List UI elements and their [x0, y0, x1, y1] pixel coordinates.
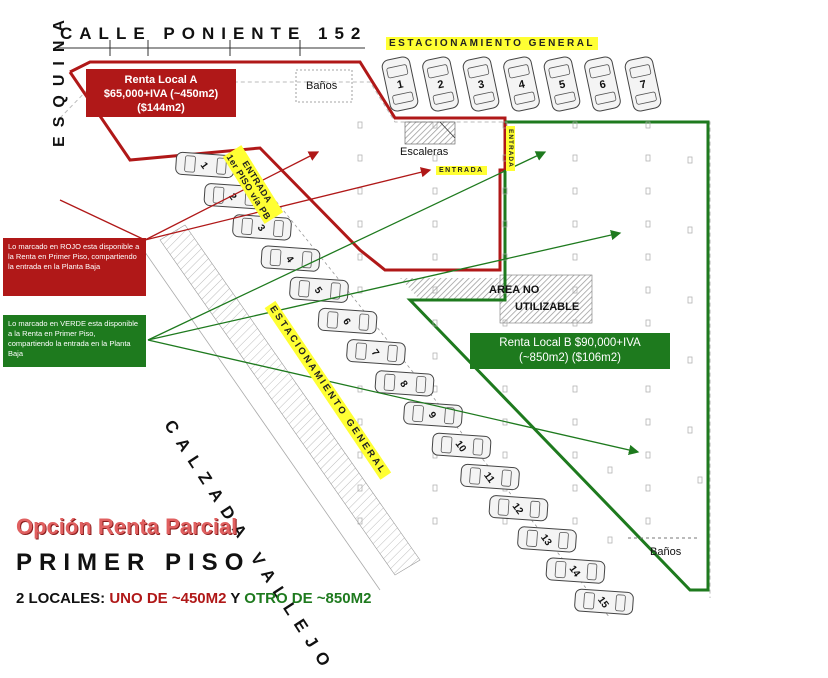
local-a-outline [68, 60, 507, 272]
parked-car-diagonal: 13 [517, 526, 577, 553]
escaleras-label: Escaleras [400, 146, 449, 158]
street-calle-poniente: CALLE PONIENTE 152 [60, 24, 368, 43]
green-arrows [147, 151, 640, 456]
parked-car-diagonal: 4 [260, 245, 321, 272]
parking-space-number: 1 [396, 78, 404, 91]
parked-car-top: 1 [381, 56, 419, 112]
building-outline [59, 81, 711, 598]
local-b-price-m2: (~850m2) ($106m2) [519, 352, 621, 364]
parked-car-diagonal: 10 [431, 432, 492, 459]
legend-red: Lo marcado en ROJO esta disponible a la … [3, 238, 146, 296]
parking-space-number: 7 [369, 348, 381, 359]
parking-space-number: 3 [477, 78, 485, 91]
legend-green: Lo marcado en VERDE esta disponible a la… [3, 315, 146, 367]
area-no-label: AREA NO UTILIZABLE [489, 282, 579, 316]
parked-car-diagonal: 11 [460, 463, 520, 491]
parking-space-number: 6 [340, 316, 352, 327]
parking-space-number: 4 [517, 78, 526, 91]
banos-top-box [295, 69, 353, 103]
parking-space-number: 2 [226, 192, 238, 203]
parked-car-top: 2 [422, 56, 459, 112]
locales-green: OTRO DE ~850M2 [244, 590, 372, 607]
parked-car-diagonal: 12 [488, 495, 549, 522]
sidewalk-hatch [159, 224, 421, 576]
parked-car-diagonal: 5 [289, 276, 349, 303]
local-a-price: $65,000+IVA (~450m2) [103, 88, 219, 100]
parking-space-number: 5 [312, 285, 324, 296]
local-a-price-m2: ($144m2) [137, 102, 185, 114]
parked-car-diagonal: 14 [545, 557, 606, 584]
parked-car-top: 7 [624, 56, 662, 112]
entrance-vertical-label: ENTRADA [506, 126, 515, 171]
floor-title: PRIMER PISO [16, 549, 251, 576]
parked-car-top: 6 [584, 56, 621, 112]
locales-summary: 2 LOCALES: UNO DE ~450M2 Y OTRO DE ~850M… [16, 590, 371, 607]
street-top-line [55, 40, 365, 56]
parked-car-top: 5 [543, 56, 581, 112]
entrance-small-label: ENTRADA [436, 166, 487, 175]
parking-space-number: 4 [283, 254, 295, 265]
area-no-line1: AREA NO [489, 284, 540, 296]
banos-bottom-label: Baños [650, 546, 682, 558]
parking-top-label: ESTACIONAMIENTO GENERAL [386, 37, 599, 50]
local-a-title: Renta Local A [124, 74, 198, 86]
stairs [404, 121, 456, 145]
red-arrows [144, 151, 432, 241]
option-title: Opción Renta Parcial [16, 514, 238, 539]
parked-car-top: 3 [462, 56, 500, 112]
local-b-title: Renta Local B $90,000+IVA [499, 337, 641, 349]
local-a-label: Renta Local A $65,000+IVA (~450m2) ($144… [86, 69, 236, 117]
locales-red: UNO DE ~450M2 [109, 590, 227, 607]
parked-car-diagonal: 6 [317, 307, 378, 335]
area-no-line2: UTILIZABLE [515, 301, 580, 313]
parking-space-number: 1 [198, 160, 210, 171]
parking-space-number: 2 [436, 78, 444, 91]
local-b-label: Renta Local B $90,000+IVA (~850m2) ($106… [470, 333, 670, 369]
local-b-outline [406, 120, 710, 592]
parking-space-number: 6 [598, 78, 606, 91]
banos-top-label: Baños [306, 80, 338, 92]
street-esquina: ESQUINA [50, 11, 68, 147]
parked-car-diagonal: 15 [574, 588, 634, 615]
parking-space-number: 9 [426, 410, 438, 421]
parking-top: 1 2 3 4 5 6 7 [381, 56, 662, 112]
parked-car-diagonal: 8 [374, 370, 435, 397]
parked-car-diagonal: 3 [232, 214, 292, 241]
parking-space-number: 7 [639, 78, 647, 91]
area-no-utilizable [499, 274, 593, 324]
locales-prefix: 2 LOCALES: [16, 590, 110, 607]
parking-space-number: 8 [397, 379, 409, 390]
parking-space-number: 5 [558, 78, 566, 91]
parked-car-top: 4 [503, 56, 540, 112]
locales-mid: Y [226, 590, 245, 607]
parked-car-diagonal: 7 [346, 339, 406, 366]
parking-space-number: 3 [255, 223, 267, 234]
